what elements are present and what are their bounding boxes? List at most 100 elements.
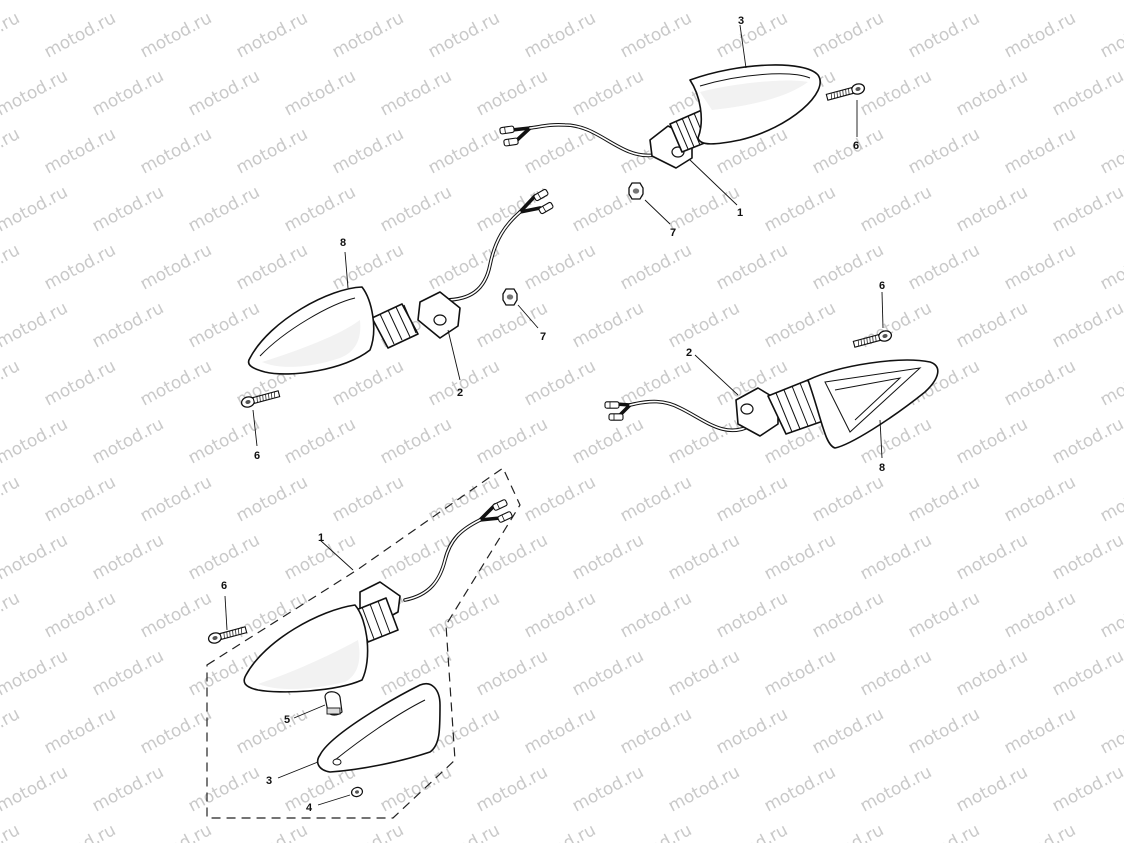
watermark-text: motod.ru [953, 66, 1031, 120]
watermark-text: motod.ru [713, 472, 791, 526]
watermark-text: motod.ru [425, 820, 503, 843]
callout-left-6: 6 [254, 450, 260, 462]
watermark-text: motod.ru [761, 762, 839, 816]
watermark-text: motod.ru [0, 240, 23, 294]
watermark-text: motod.ru [1001, 588, 1079, 642]
watermark-text: motod.ru [0, 298, 71, 352]
watermark-text: motod.ru [137, 704, 215, 758]
callout-left-2: 2 [457, 387, 463, 399]
watermark-text: motod.ru [89, 530, 167, 584]
watermark-text: motod.ru [1097, 356, 1124, 410]
watermark-text: motod.ru [89, 0, 167, 4]
watermark-text: motod.ru [1001, 240, 1079, 294]
watermark-text: motod.ru [905, 240, 983, 294]
watermark-text: motod.ru [521, 8, 599, 62]
watermark-text: motod.ru [569, 530, 647, 584]
watermark-text: motod.ru [953, 0, 1031, 4]
watermark-text: motod.ru [0, 704, 23, 758]
watermark-text: motod.ru [713, 588, 791, 642]
watermark-text: motod.ru [0, 530, 71, 584]
watermark-text: motod.ru [569, 66, 647, 120]
watermark-text: motod.ru [0, 414, 71, 468]
watermark-text: motod.ru [0, 124, 23, 178]
watermark-text: motod.ru [377, 530, 455, 584]
watermark-text: motod.ru [1097, 820, 1124, 843]
watermark-text: motod.ru [0, 182, 71, 236]
watermark-text: motod.ru [185, 762, 263, 816]
callout-right-6: 6 [879, 280, 885, 292]
callout-right-2: 2 [686, 347, 692, 359]
watermark-text: motod.ru [521, 820, 599, 843]
watermark-text: motod.ru [713, 820, 791, 843]
watermark-text: motod.ru [905, 124, 983, 178]
watermark-text: motod.ru [137, 124, 215, 178]
watermark-text: motod.ru [0, 588, 23, 642]
watermark-text: motod.ru [137, 588, 215, 642]
watermark-text: motod.ru [1001, 704, 1079, 758]
watermark-text: motod.ru [905, 8, 983, 62]
watermark-text: motod.ru [953, 182, 1031, 236]
watermark-text: motod.ru [1049, 646, 1124, 700]
watermark-text: motod.ru [377, 182, 455, 236]
watermark-text: motod.ru [425, 240, 503, 294]
watermark-text: motod.ru [713, 240, 791, 294]
watermark-text: motod.ru [665, 0, 743, 4]
watermark-text: motod.ru [1049, 0, 1124, 4]
watermark-text: motod.ru [329, 472, 407, 526]
watermark-text: motod.ru [617, 820, 695, 843]
watermark-text: motod.ru [1001, 8, 1079, 62]
watermark-text: motod.ru [857, 66, 935, 120]
watermark-text: motod.ru [41, 124, 119, 178]
watermark-text: motod.ru [569, 0, 647, 4]
watermark-text: motod.ru [0, 0, 71, 4]
watermark-text: motod.ru [233, 472, 311, 526]
watermark-text: motod.ru [281, 66, 359, 120]
watermark-text: motod.ru [473, 762, 551, 816]
watermark-text: motod.ru [1049, 414, 1124, 468]
watermark-text: motod.ru [137, 240, 215, 294]
watermark-text: motod.ru [857, 646, 935, 700]
callout-kit-5: 5 [284, 714, 290, 726]
watermark-text: motod.ru [0, 66, 71, 120]
right-indicator-assembly [604, 291, 939, 459]
watermark-text: motod.ru [137, 8, 215, 62]
watermark-text: motod.ru [41, 356, 119, 410]
watermark-text: motod.ru [905, 820, 983, 843]
watermark-text: motod.ru [665, 762, 743, 816]
watermark-text: motod.ru [617, 704, 695, 758]
watermark-text: motod.ru [569, 646, 647, 700]
watermark-text: motod.ru [905, 472, 983, 526]
watermark-text: motod.ru [665, 182, 743, 236]
watermark-text: motod.ru [185, 0, 263, 4]
watermark-text: motod.ru [329, 124, 407, 178]
watermark-text: motod.ru [857, 0, 935, 4]
callout-top-1: 1 [737, 207, 743, 219]
watermark-text: motod.ru [857, 530, 935, 584]
watermark-text: motod.ru [473, 530, 551, 584]
watermark-text: motod.ru [953, 646, 1031, 700]
watermark-text: motod.ru [41, 472, 119, 526]
watermark-text: motod.ru [473, 414, 551, 468]
callout-kit-1: 1 [318, 532, 324, 544]
watermark-text: motod.ru [1049, 530, 1124, 584]
watermark-text: motod.ru [281, 0, 359, 4]
watermark-text: motod.ru [0, 820, 23, 843]
watermark-text: motod.ru [377, 66, 455, 120]
watermark-text: motod.ru [905, 704, 983, 758]
bulb-part [324, 691, 343, 716]
watermark-text: motod.ru [665, 646, 743, 700]
callout-kit-4: 4 [306, 802, 313, 814]
watermark-text: motod.ru [1049, 762, 1124, 816]
watermark-text: motod.ru [569, 298, 647, 352]
callout-left-7: 7 [540, 331, 546, 343]
watermark-text: motod.ru [1097, 472, 1124, 526]
watermark-text: motod.ru [1001, 820, 1079, 843]
watermark-text: motod.ru [185, 182, 263, 236]
watermark-text: motod.ru [473, 0, 551, 4]
watermark-text: motod.ru [713, 8, 791, 62]
watermark-text: motod.ru [953, 530, 1031, 584]
watermark-text: motod.ru [569, 414, 647, 468]
watermark-text: motod.ru [89, 414, 167, 468]
watermark-text: motod.ru [521, 356, 599, 410]
watermark-text: motod.ru [137, 356, 215, 410]
